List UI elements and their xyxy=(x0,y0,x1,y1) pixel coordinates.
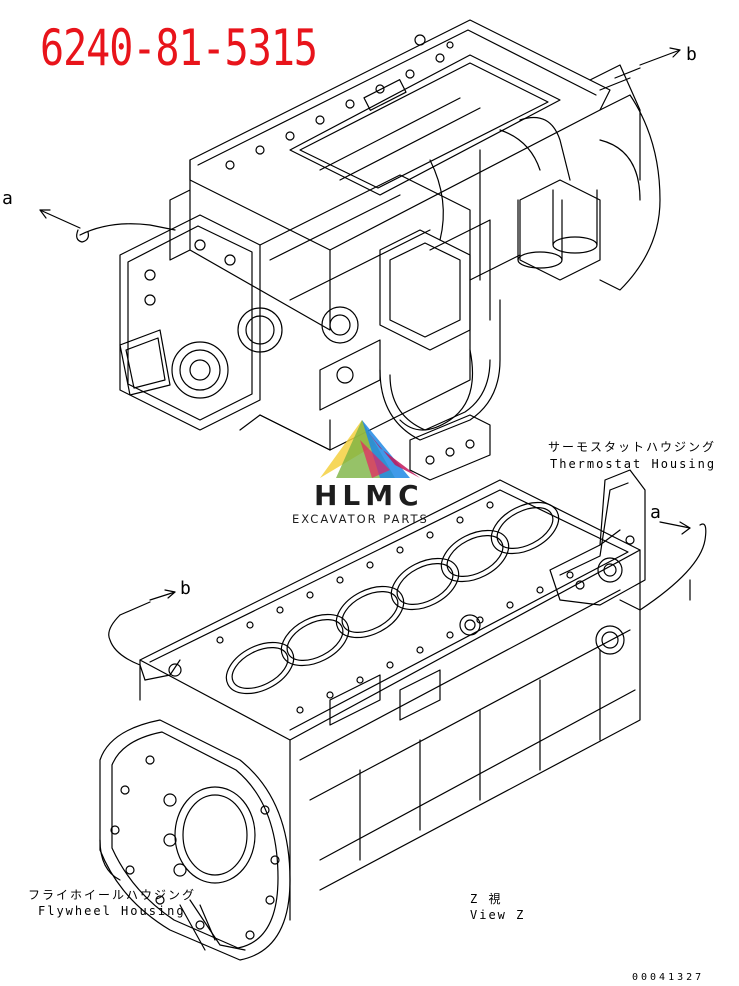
flywheel-housing-label-en: Flywheel Housing xyxy=(38,904,186,918)
view-z-label-jp: Z 視 xyxy=(470,892,503,906)
watermark-brand: HLMC xyxy=(314,479,424,512)
hlmc-logo-mark xyxy=(320,420,420,478)
watermark-tagline: EXCAVATOR PARTS xyxy=(292,512,429,526)
part-number: 6240-81-5315 xyxy=(40,20,318,78)
thermostat-housing-label-en: Thermostat Housing xyxy=(550,457,717,471)
callout-a-upper: a xyxy=(2,188,13,209)
view-z-label-en: View Z xyxy=(470,908,526,922)
callout-arrows xyxy=(39,47,691,616)
callout-b-upper: b xyxy=(686,44,697,65)
drawing-code: 00041327 xyxy=(632,972,705,983)
callout-b-lower: b xyxy=(180,578,191,599)
flywheel-housing-label-jp: フライホイールハウジング xyxy=(28,888,197,902)
thermostat-housing-label-jp: サーモスタットハウジング xyxy=(548,440,717,454)
upper-engine-assembly xyxy=(76,19,661,481)
lower-engine-block xyxy=(99,469,707,961)
callout-a-lower: a xyxy=(650,502,661,523)
